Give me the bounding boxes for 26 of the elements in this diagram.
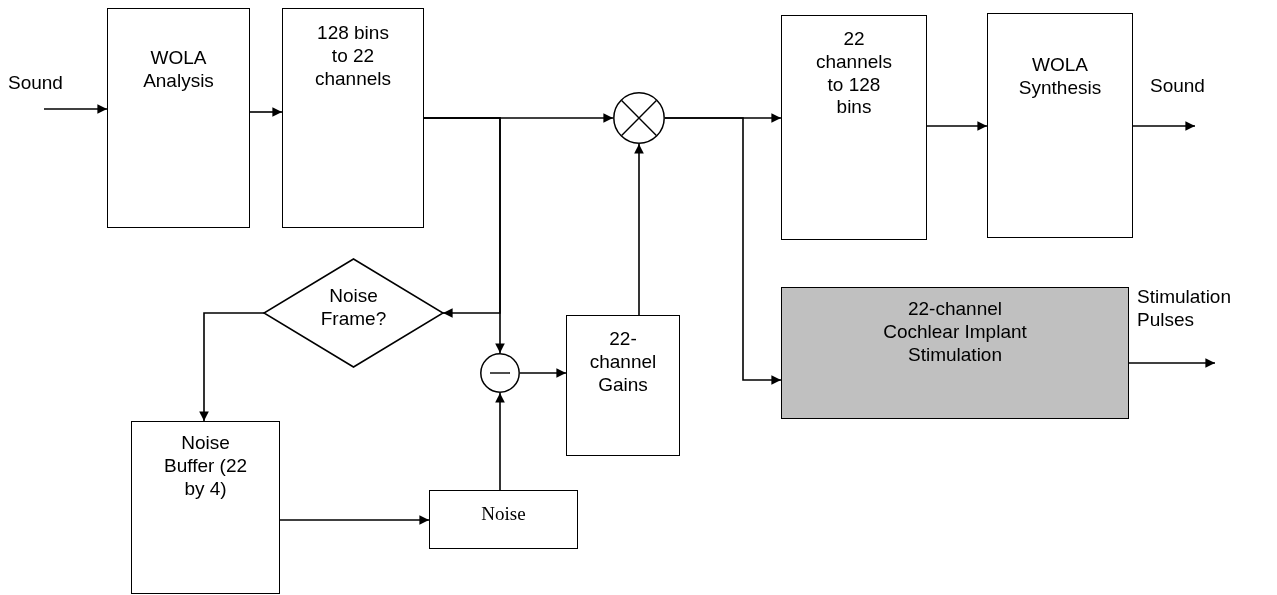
signal-label: Stimulation Pulses [1137,286,1232,332]
process-box: Noise Buffer (22 by 4) [131,421,280,594]
arrow [926,121,988,131]
arrow [519,368,567,378]
arrow [43,104,108,114]
arrow [423,117,505,354]
arrow [1132,121,1196,131]
arrow [495,392,505,491]
process-box: 128 bins to 22 channels [282,8,424,228]
process-box: WOLA Analysis [107,8,250,228]
subtractor-circle [480,353,520,393]
process-box: 22-channel Cochlear Implant Stimulation [781,287,1129,419]
signal-label: Sound [1150,75,1205,98]
arrow [1128,358,1216,368]
arrow [279,515,430,525]
process-box: WOLA Synthesis [987,13,1133,238]
arrow [199,312,265,422]
multiplier-circle [613,92,665,144]
process-box: Noise [429,490,578,549]
signal-label: Sound [8,72,63,95]
arrow [249,107,283,117]
process-box: 22 channels to 128 bins [781,15,927,240]
arrow [664,117,782,385]
decision-diamond: Noise Frame? [264,259,443,367]
arrow [634,143,644,316]
process-box: 22-channel Gains [566,315,680,456]
